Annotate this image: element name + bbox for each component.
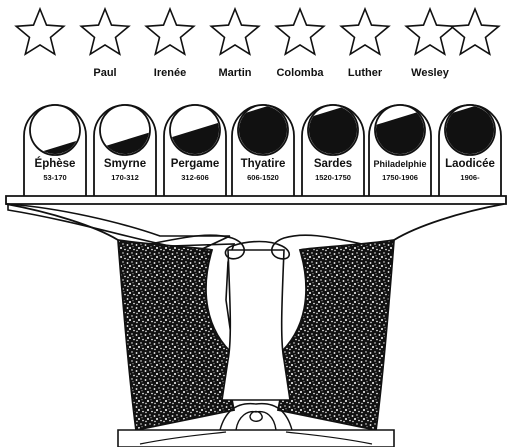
star-label: Irenée [154,67,186,79]
star: Luther [341,9,389,79]
lamp: Smyrne 170-312 [94,105,156,196]
star-icon [341,9,389,54]
church-period: 1906- [460,173,480,182]
lamp: Laodicée 1906- [439,100,501,197]
church-period: 170-312 [111,173,139,182]
star-label: Wesley [411,67,450,79]
star-label: Luther [348,67,383,79]
stars-row: Paul Irenée Martin Colomba Luther Wesley [16,9,499,79]
star-icon [276,9,324,54]
star-label: Martin [219,67,252,79]
lamps-row: Éphèse 53-170 Smyrne 170-312 Pergame 312-606 T… [24,100,501,197]
star: Paul [81,9,129,79]
church-name: Laodicée [445,158,495,170]
star-icon [406,9,454,54]
star [451,9,499,54]
candlestick-right-body [277,240,394,430]
star-icon [211,9,259,54]
candlestick-base [118,430,394,447]
lamp: Sardes 1520-1750 [302,102,364,196]
star-label: Colomba [276,67,324,79]
candlestick-bar [6,196,506,204]
church-name: Sardes [314,158,352,170]
star: Wesley [406,9,454,79]
church-name: Pergame [171,158,220,170]
star [16,9,64,54]
church-period: 1520-1750 [315,173,351,182]
lamp: Philadelphie 1750-1906 [369,105,431,196]
candlestick-stem [222,250,290,400]
church-name: Smyrne [104,158,146,170]
church-name: Thyatire [241,158,286,170]
lamp: Éphèse 53-170 [24,105,86,196]
star-icon [451,9,499,54]
star-icon [81,9,129,54]
lamp: Thyatire 606-1520 [232,100,294,197]
star: Martin [211,9,259,79]
star-label: Paul [93,67,116,79]
church-period: 53-170 [43,173,66,182]
lamp: Pergame 312-606 [164,105,226,196]
star: Colomba [276,9,324,79]
church-name: Philadelphie [373,159,426,169]
church-name: Éphèse [35,157,76,170]
star: Irenée [146,9,194,79]
star-icon [16,9,64,54]
church-period: 312-606 [181,173,209,182]
church-period: 606-1520 [247,173,279,182]
church-period: 1750-1906 [382,173,418,182]
star-icon [146,9,194,54]
